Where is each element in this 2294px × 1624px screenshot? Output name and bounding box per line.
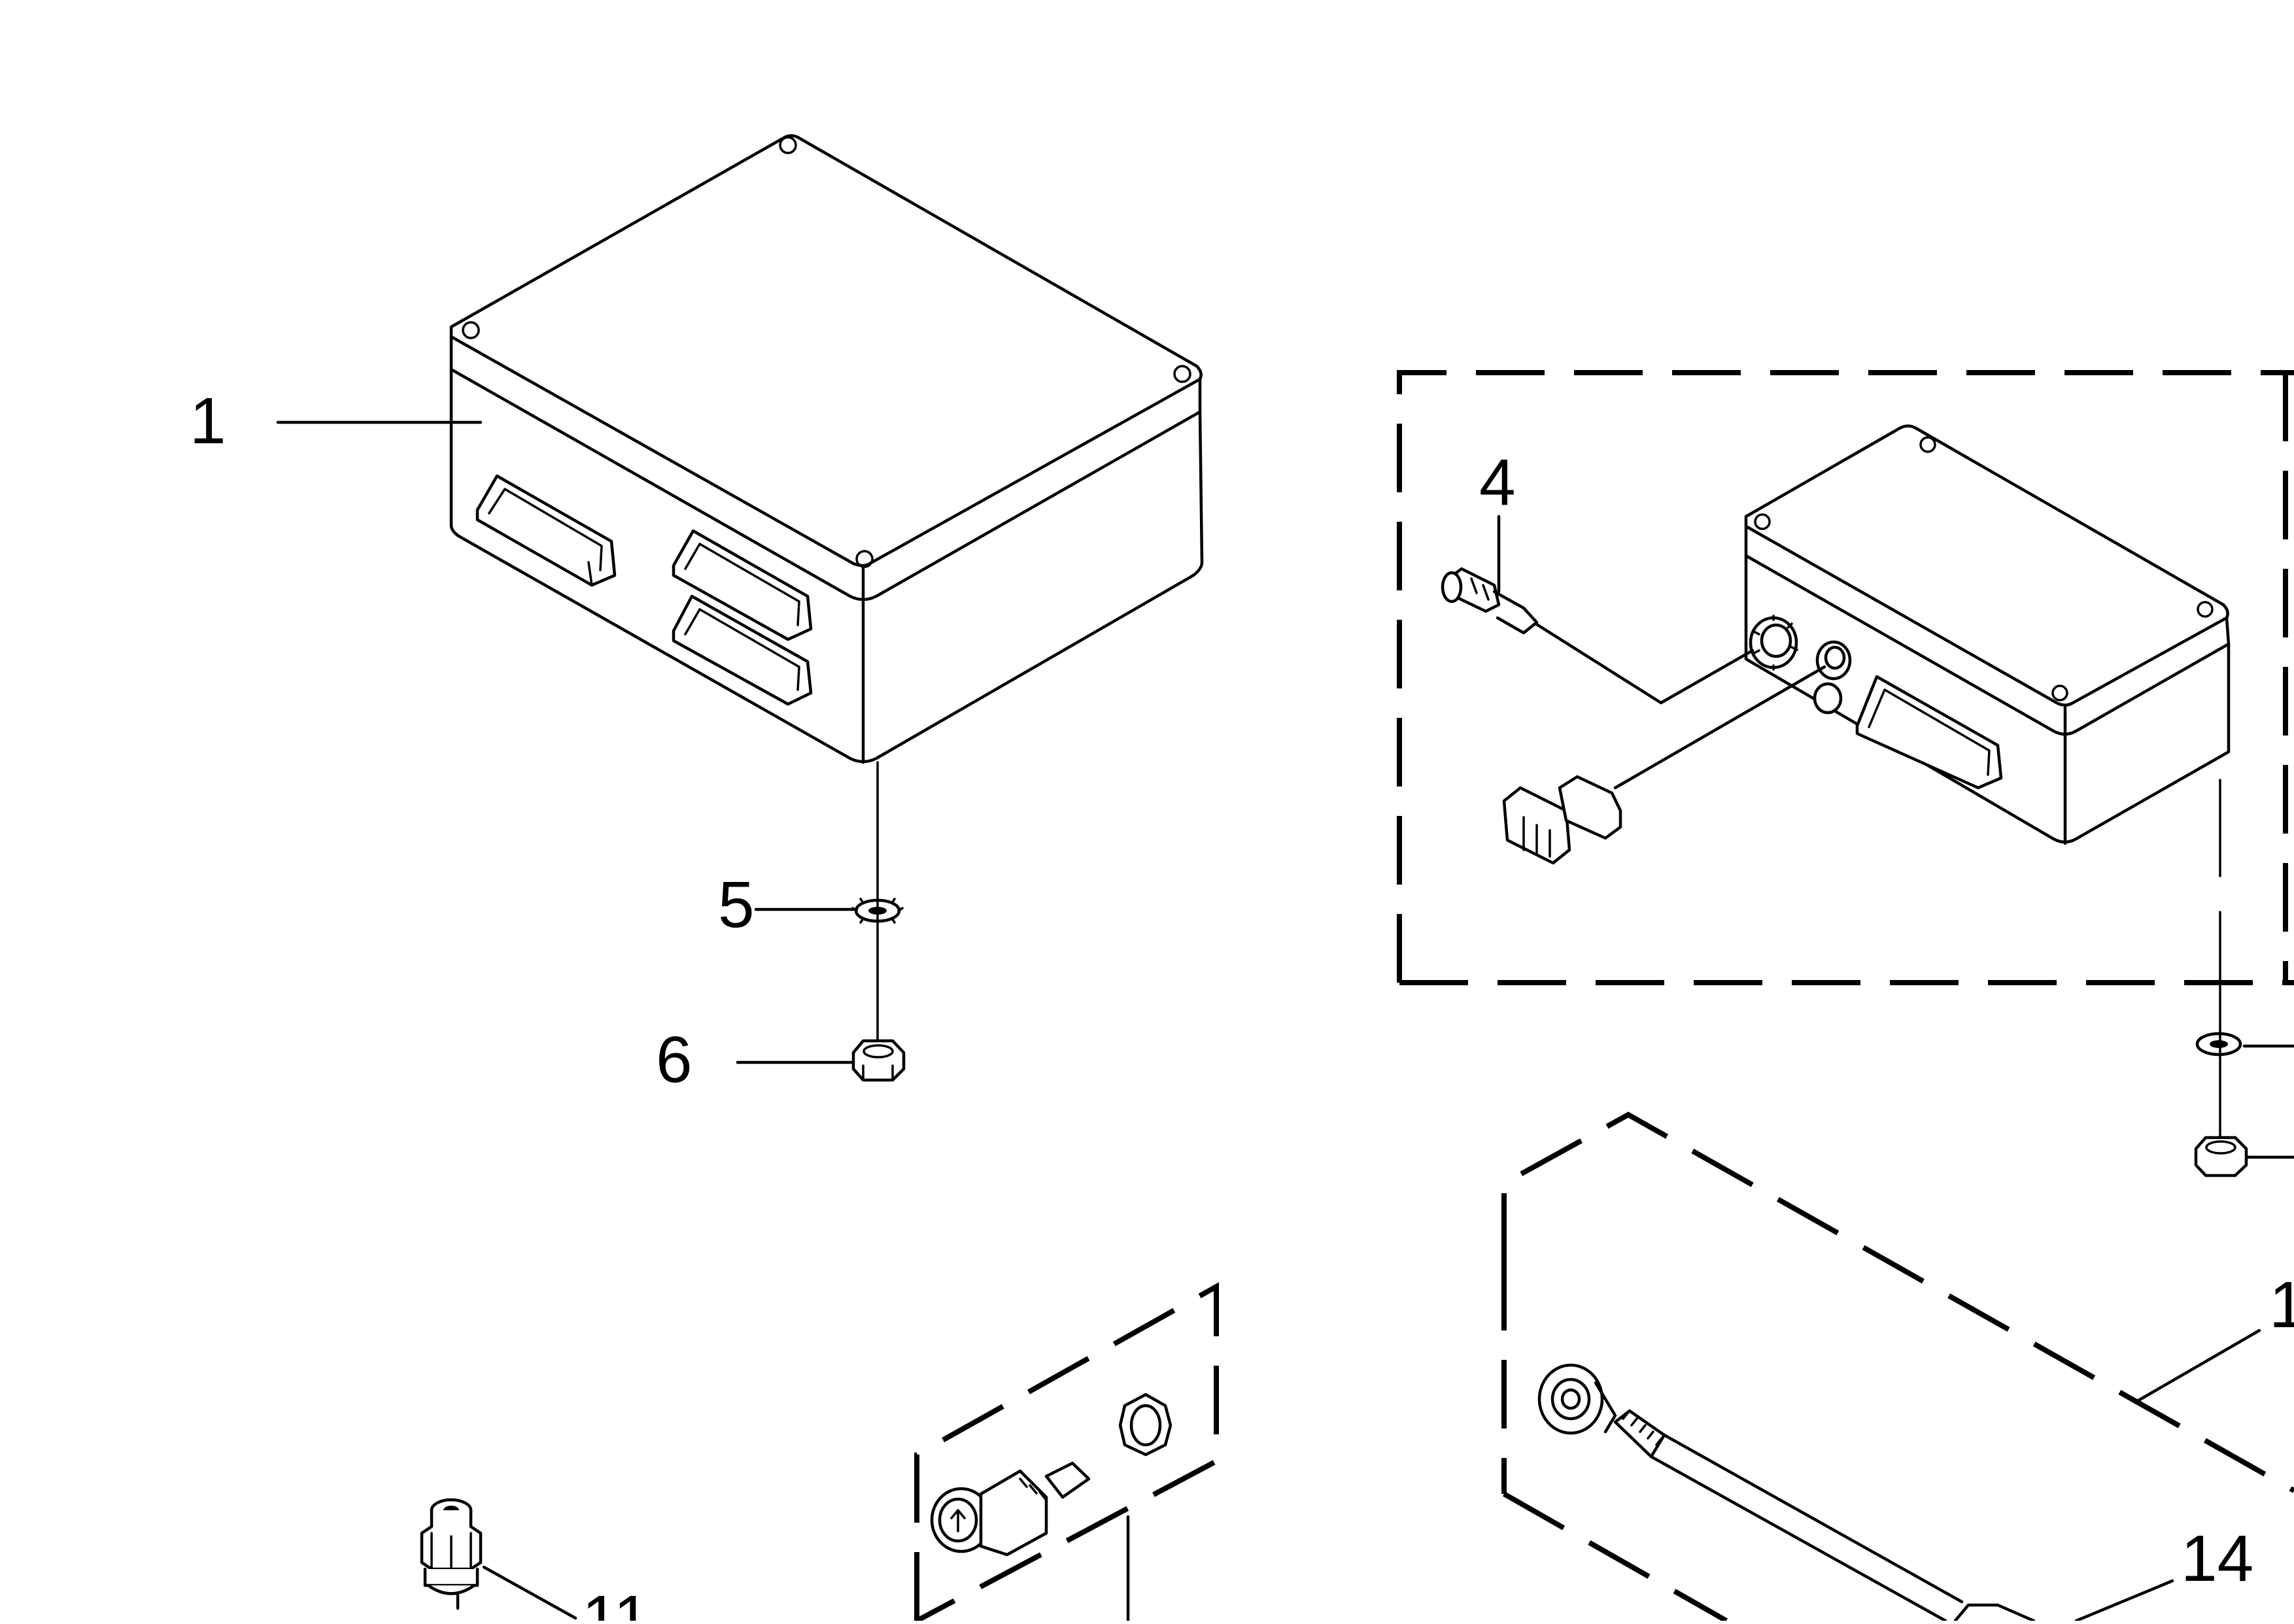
callout-1: 1 (190, 384, 226, 458)
callout-5: 5 (718, 868, 755, 941)
hose-fitting-part-14 (1537, 1363, 2036, 1623)
assembly-frame-top-right (1397, 370, 2294, 983)
callout-14: 14 (2181, 1522, 2253, 1595)
control-box-part-assembly (1744, 424, 2231, 845)
callout-6: 6 (656, 1023, 693, 1096)
callout-11: 11 (582, 1582, 650, 1621)
cable-assembly-part-4 (1441, 567, 1826, 865)
leader-line-14 (2074, 1579, 2174, 1623)
pressure-sensor-part-11 (420, 1498, 483, 1610)
lock-washer-right (2195, 1032, 2242, 1057)
leader-line-15 (2133, 1328, 2261, 1404)
assembly-frame-bottom-middle (914, 1282, 1219, 1623)
control-box-part-1 (449, 134, 1204, 764)
switch-nut (1118, 1393, 1173, 1457)
hex-nut-right (2194, 1136, 2248, 1177)
assembly-frame-bottom-right (1501, 1111, 2294, 1493)
key-switch (930, 1461, 1091, 1557)
hex-nut-part-6 (851, 1039, 906, 1082)
lock-washer-part-5 (851, 898, 904, 924)
callout-4: 4 (1479, 446, 1516, 519)
leader-line-11 (482, 1565, 577, 1620)
callout-15: 1 (2269, 1268, 2294, 1342)
